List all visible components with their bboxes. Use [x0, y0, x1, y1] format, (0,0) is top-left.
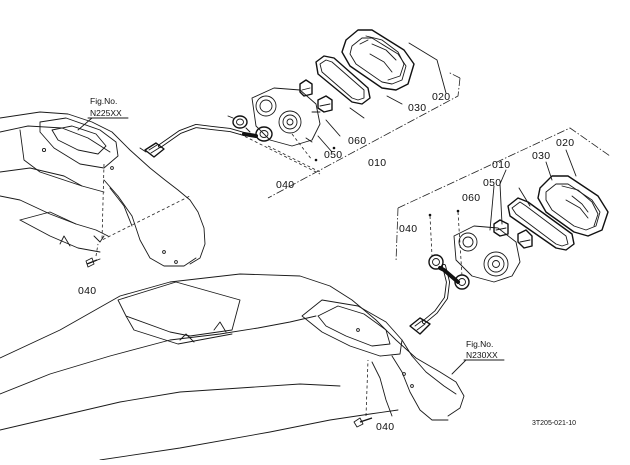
- callout-050-top[interactable]: 050: [324, 149, 342, 161]
- bulb: [493, 219, 533, 249]
- left-screw: [85, 243, 101, 268]
- lamp-housing: [453, 225, 521, 283]
- callout-040-top[interactable]: 040: [276, 179, 294, 191]
- fig-ref-label: Fig.No.: [466, 339, 493, 349]
- callout-010-top[interactable]: 010: [368, 157, 386, 169]
- left-fender: [0, 111, 206, 267]
- harness-connector: [144, 142, 165, 158]
- callout-030-bottom[interactable]: 030: [532, 150, 550, 162]
- gasket: [507, 197, 575, 251]
- drawing-code: 3T205-021-10: [532, 420, 576, 427]
- fig-ref-number: N230XX: [466, 350, 498, 360]
- callout-040-bottom-screw[interactable]: 040: [376, 421, 394, 433]
- bulb-socket: [227, 115, 273, 142]
- fig-ref-label: Fig.No.: [90, 96, 117, 106]
- callout-060-bottom[interactable]: 060: [462, 192, 480, 204]
- top-taillight-assembly: [101, 29, 461, 241]
- cover: [561, 185, 599, 227]
- bottom-taillight-assembly: [395, 127, 611, 335]
- right-fender: [0, 273, 465, 461]
- harness-connector: [409, 317, 431, 335]
- bottom-screw: [353, 359, 373, 428]
- lens: [537, 175, 609, 237]
- lens: [341, 29, 415, 91]
- callout-020-bottom[interactable]: 020: [556, 137, 574, 149]
- callout-030-top[interactable]: 030: [408, 102, 426, 114]
- gasket: [315, 55, 371, 105]
- figure-ref-n230xx[interactable]: Fig.No. N230XX: [451, 339, 505, 375]
- callout-010-bottom[interactable]: 010: [492, 159, 510, 171]
- callout-020-top[interactable]: 020: [432, 91, 450, 103]
- callout-050-bottom[interactable]: 050: [483, 177, 501, 189]
- figure-ref-n225xx[interactable]: Fig.No. N225XX: [77, 96, 129, 131]
- callout-040-left-screw[interactable]: 040: [78, 285, 96, 297]
- fig-ref-number: N225XX: [90, 108, 122, 118]
- cover: [365, 35, 405, 81]
- lamp-housing: [251, 87, 321, 147]
- callout-060-top[interactable]: 060: [348, 135, 366, 147]
- callout-040-bottom[interactable]: 040: [399, 223, 417, 235]
- bulb: [299, 79, 333, 113]
